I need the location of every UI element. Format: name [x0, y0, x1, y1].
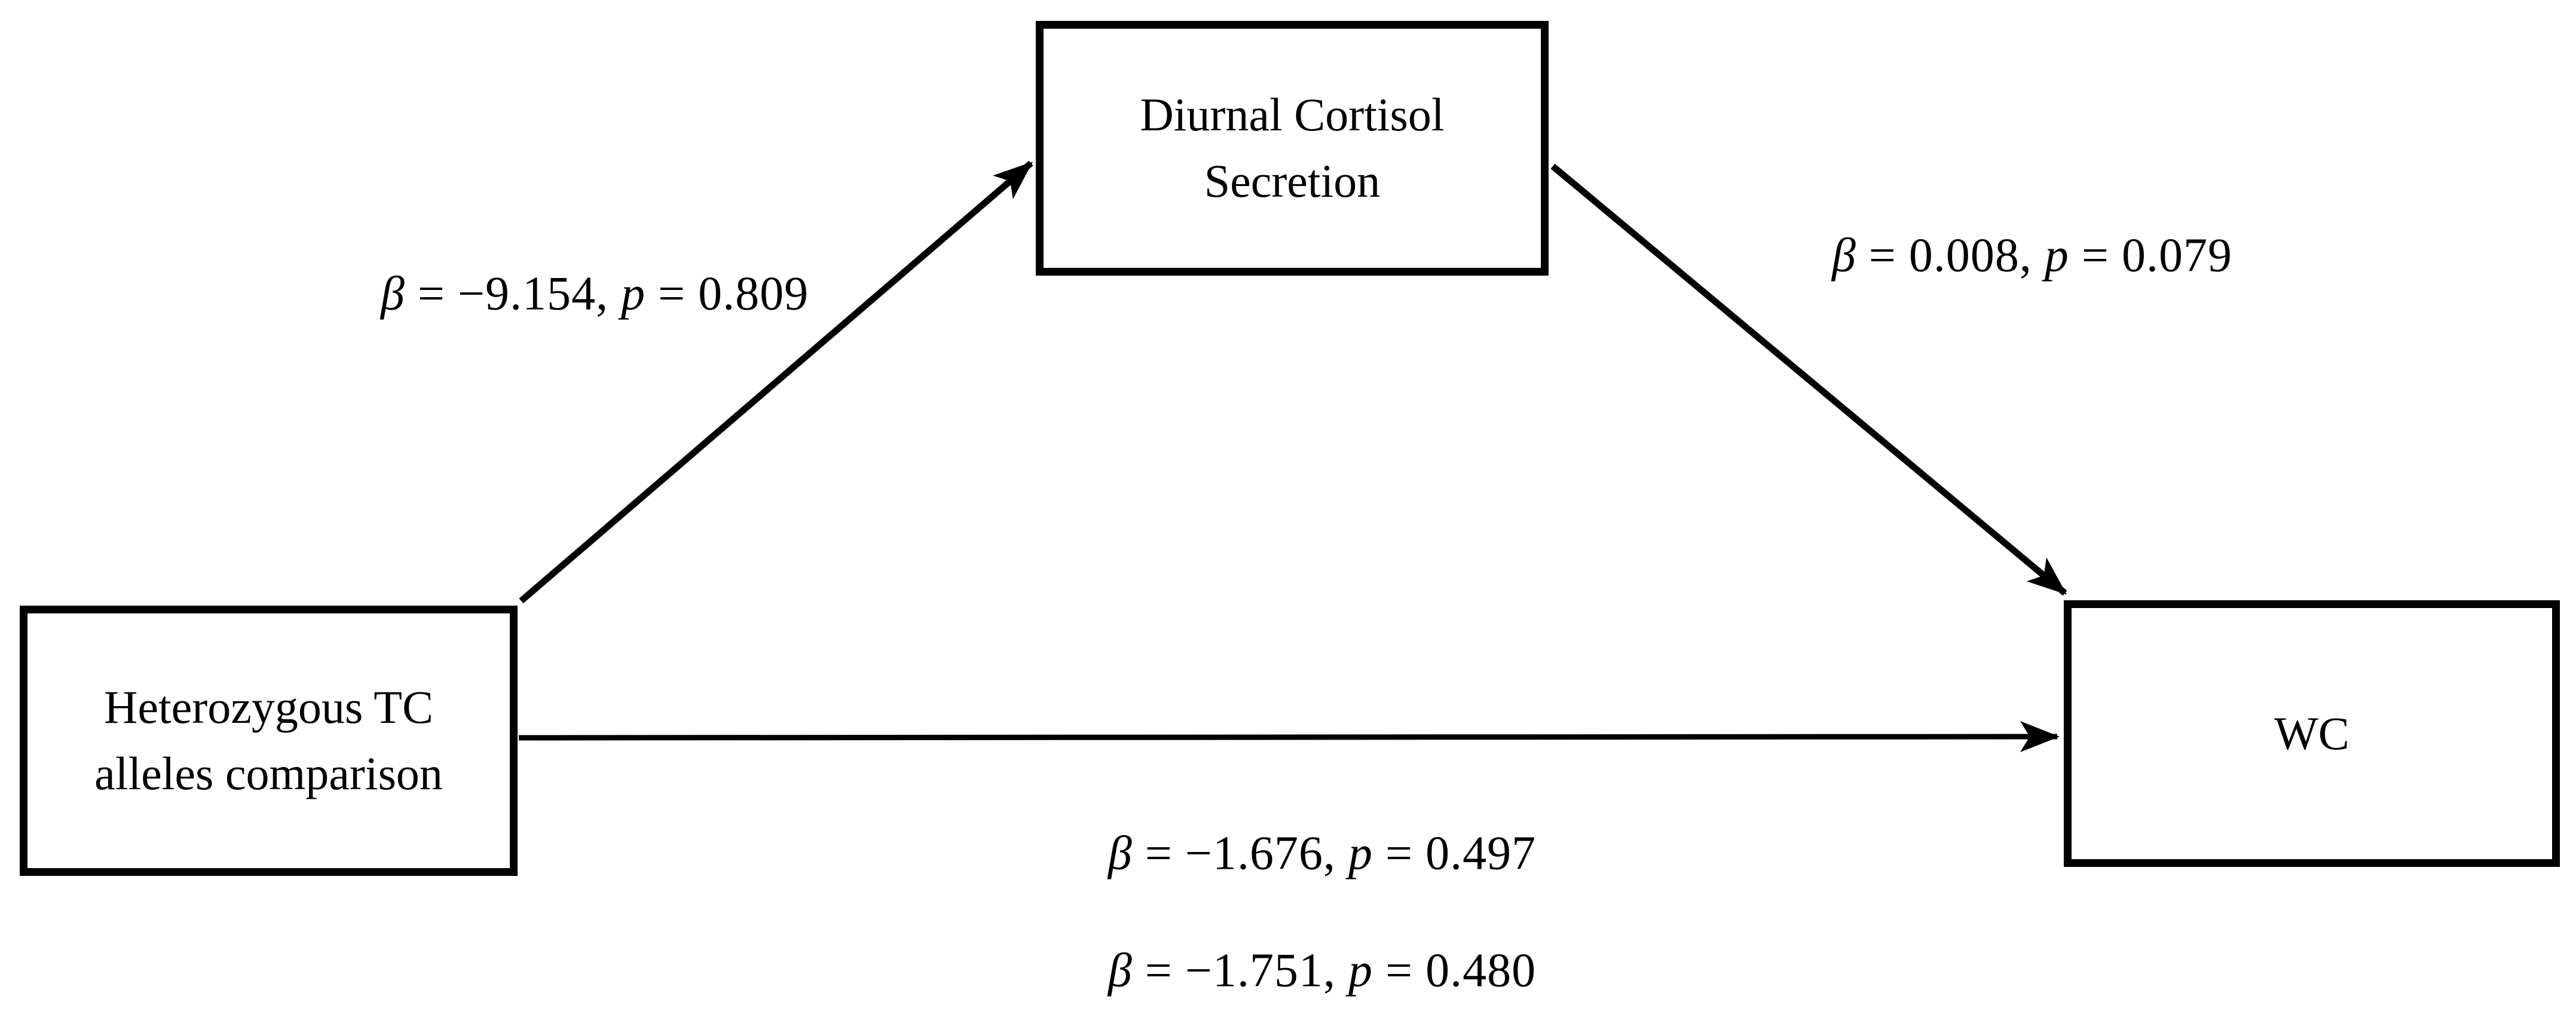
- p-value: = 0.809: [645, 267, 809, 320]
- beta-value: = −9.154,: [405, 267, 621, 320]
- beta-value: = 0.008,: [1856, 229, 2045, 282]
- outcome-label: WC: [2274, 707, 2349, 759]
- beta-symbol: β: [380, 267, 405, 320]
- predictor-node: Heterozygous TC alleles comparison: [20, 606, 518, 876]
- beta-symbol: β: [1831, 229, 1856, 282]
- path-a-arrow: [519, 160, 1033, 604]
- path-c-prime-coefficient-label: β = −1.751, p = 0.480: [1108, 944, 1536, 998]
- mediator-node: Diurnal Cortisol Secretion: [1036, 21, 1549, 276]
- path-c-coefficient-label: β = −1.676, p = 0.497: [1108, 827, 1536, 881]
- p-value: = 0.497: [1372, 827, 1537, 880]
- outcome-node: WC: [2064, 600, 2560, 867]
- p-value: = 0.480: [1372, 944, 1537, 997]
- path-c-arrow: [518, 721, 2060, 753]
- beta-value: = −1.751,: [1132, 944, 1348, 997]
- beta-symbol: β: [1108, 827, 1133, 880]
- p-symbol: p: [620, 267, 645, 320]
- mediator-label: Diurnal Cortisol Secretion: [1140, 88, 1445, 207]
- path-a-coefficient-label: β = −9.154, p = 0.809: [381, 267, 809, 322]
- p-symbol: p: [1348, 827, 1373, 880]
- p-value: = 0.079: [2069, 229, 2233, 282]
- path-b-coefficient-label: β = 0.008, p = 0.079: [1832, 229, 2232, 283]
- p-symbol: p: [1348, 944, 1373, 997]
- beta-symbol: β: [1108, 944, 1133, 997]
- beta-value: = −1.676,: [1132, 827, 1348, 880]
- p-symbol: p: [2044, 229, 2069, 282]
- predictor-label: Heterozygous TC alleles comparison: [94, 681, 443, 799]
- path-b-arrow: [1550, 163, 2067, 596]
